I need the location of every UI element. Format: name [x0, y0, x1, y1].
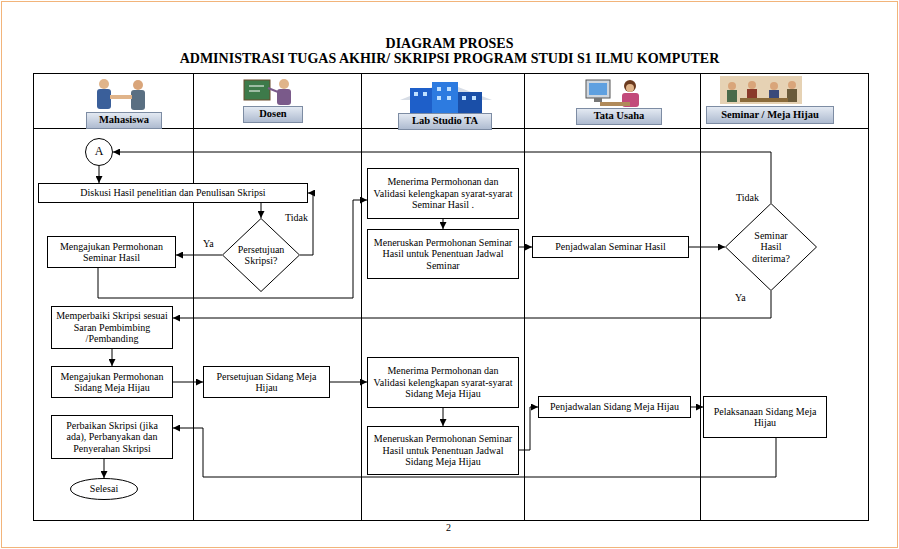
node-text: Mengajukan Permohonan Seminar Hasil: [52, 241, 171, 264]
text-stack: Penjadwalan Seminar Hasil: [555, 241, 666, 253]
node-text: Mengajukan Permohonan Sidang Meja Hijau: [56, 371, 168, 394]
flow-arrow: [330, 382, 367, 383]
lane-header: Mahasiswa: [86, 112, 162, 129]
text-stack: Meneruskan Permohonan Seminar Hasil untu…: [372, 433, 514, 468]
decision-diamond: Persetujuan Skripsi?: [222, 218, 300, 292]
text-stack: Menerima Permohonan dan Validasi kelengk…: [372, 176, 514, 211]
flow-arrow: [104, 459, 105, 478]
flow-arrow: [173, 291, 771, 318]
flow-arrow: [443, 408, 444, 426]
process-box: Penjadwalan Sidang Meja Hijau: [538, 396, 691, 418]
ellipse-path: [86, 139, 113, 166]
text-stack: Memperbaiki Skripsi sesuai Saran Pembimb…: [56, 310, 168, 345]
flow-arrow: [691, 407, 703, 408]
node-text: Selesai: [90, 483, 118, 495]
diamond-path: [726, 204, 817, 291]
process-box: Diskusi Hasil penelitian dan Penulisan S…: [38, 183, 308, 203]
text-stack: Persetujuan Sidang Meja Hijau: [208, 371, 325, 394]
edge-label: Ya: [734, 292, 747, 304]
node-text: Perbaikan Skripsi (jika ada), Perbanyaka…: [56, 420, 168, 455]
lane-header: Seminar / Meja Hijau: [706, 106, 834, 124]
lecturer-icon: [244, 79, 291, 105]
node-text: Meneruskan Permohonan Seminar Hasil untu…: [372, 237, 514, 272]
lane-title: Mahasiswa: [99, 114, 149, 126]
text-stack: Penjadwalan Sidang Meja Hijau: [550, 401, 679, 413]
text-stack: Diskusi Hasil penelitian dan Penulisan S…: [80, 187, 265, 199]
text-stack: Seminar Hasil diterima?: [744, 230, 798, 265]
lane-header: Dosen: [243, 106, 303, 123]
flow-arrow: [99, 166, 100, 183]
node-text: A: [95, 145, 104, 159]
edge-label: Tidak: [284, 212, 309, 224]
text-stack: Seminar / Meja Hijau: [721, 109, 819, 121]
text-stack: Dosen: [259, 108, 286, 120]
node-text: Diskusi Hasil penelitian dan Penulisan S…: [80, 187, 265, 199]
text-stack: Selesai: [90, 483, 118, 495]
text-stack: Mahasiswa: [99, 114, 149, 126]
terminator-oval: Selesai: [70, 478, 138, 500]
text-stack: Menerima Permohonan dan Validasi kelengk…: [372, 365, 514, 400]
text-stack: Pelaksanaan Sidang Meja Hijau: [708, 406, 822, 429]
text-stack: Mengajukan Permohonan Seminar Hasil: [52, 241, 171, 264]
page-number: 2: [446, 522, 451, 534]
process-box: Memperbaiki Skripsi sesuai Saran Pembimb…: [51, 306, 173, 349]
process-box: Persetujuan Sidang Meja Hijau: [203, 366, 330, 398]
text-stack: Tata Usaha: [594, 110, 645, 122]
node-text: Memperbaiki Skripsi sesuai Saran Pembimb…: [56, 310, 168, 345]
lane-title: Tata Usaha: [594, 110, 645, 122]
node-text: Menerima Permohonan dan Validasi kelengk…: [372, 176, 514, 211]
text-stack: A: [95, 145, 104, 159]
edge-label: Ya: [202, 238, 215, 250]
process-box: Mengajukan Permohonan Sidang Meja Hijau: [51, 366, 173, 398]
text-stack: Perbaikan Skripsi (jika ada), Perbanyaka…: [56, 420, 168, 455]
process-box: Meneruskan Permohonan Seminar Hasil untu…: [367, 229, 519, 279]
lane-title: Seminar / Meja Hijau: [721, 109, 819, 121]
swimlane-grid: [34, 74, 869, 521]
seminar-icon: [720, 76, 802, 104]
edge-label: Tidak: [735, 192, 760, 204]
node-text: Pelaksanaan Sidang Meja Hijau: [708, 406, 822, 429]
node-text: Menerima Permohonan dan Validasi kelengk…: [372, 365, 514, 400]
process-box: Menerima Permohonan dan Validasi kelengk…: [367, 168, 519, 219]
text-stack: Meneruskan Permohonan Seminar Hasil untu…: [372, 237, 514, 272]
node-text: Persetujuan Sidang Meja Hijau: [208, 371, 325, 394]
ellipse-path: [71, 479, 138, 500]
process-box: Menerima Permohonan dan Validasi kelengk…: [367, 357, 519, 408]
process-box: Mengajukan Permohonan Seminar Hasil: [47, 236, 176, 268]
process-box: Perbaikan Skripsi (jika ada), Perbanyaka…: [51, 415, 173, 459]
flow-arrow: [689, 247, 725, 248]
lane-title: Lab Studio TA: [412, 115, 478, 127]
process-box: Meneruskan Permohonan Seminar Hasil untu…: [367, 426, 519, 475]
diagram-subtitle: ADMINISTRASI TUGAS AKHIR/ SKRIPSI PROGRA…: [0, 51, 899, 66]
flow-arrow: [173, 382, 203, 383]
text-stack: Persetujuan Skripsi?: [235, 244, 287, 267]
text-stack: Mengajukan Permohonan Sidang Meja Hijau: [56, 371, 168, 394]
flow-arrow: [519, 407, 538, 450]
flow-arrow: [112, 349, 113, 366]
flow-arrow: [176, 255, 222, 256]
connector-circle: A: [85, 138, 113, 166]
diagram-title: DIAGRAM PROSES: [0, 36, 899, 51]
decision-diamond: Seminar Hasil diterima?: [725, 203, 817, 291]
process-box: Penjadwalan Seminar Hasil: [532, 236, 689, 258]
diamond-path: [223, 219, 300, 292]
student-icon: [97, 79, 145, 110]
node-text: Penjadwalan Sidang Meja Hijau: [550, 401, 679, 413]
text-stack: Lab Studio TA: [412, 115, 478, 127]
node-text: Meneruskan Permohonan Seminar Hasil untu…: [372, 433, 514, 468]
node-text: Penjadwalan Seminar Hasil: [555, 241, 666, 253]
building-icon: [400, 82, 492, 113]
flow-arrow: [261, 203, 262, 218]
lane-title: Dosen: [259, 108, 286, 120]
node-text: Persetujuan Skripsi?: [235, 244, 287, 267]
process-box: Pelaksanaan Sidang Meja Hijau: [703, 396, 827, 438]
clerk-icon: [586, 80, 639, 107]
lane-header: Lab Studio TA: [398, 113, 492, 130]
node-text: Seminar Hasil diterima?: [744, 230, 798, 265]
flow-arrow: [519, 247, 532, 248]
flow-arrow: [443, 219, 444, 229]
lane-header: Tata Usaha: [576, 108, 662, 125]
